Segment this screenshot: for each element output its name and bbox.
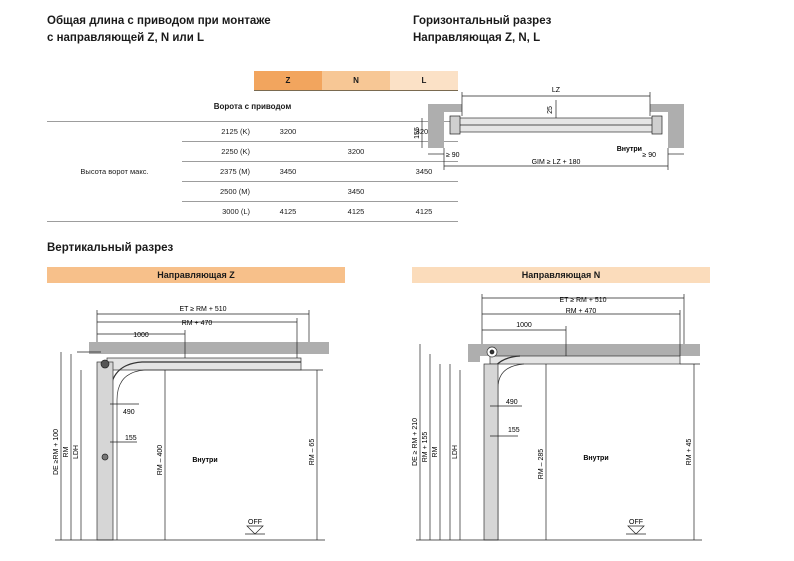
length-table: Z N L Ворота с приводом Высота ворот мак… xyxy=(47,71,458,222)
dim-rm: RM xyxy=(63,446,70,457)
dim-lz: LZ xyxy=(552,87,561,94)
dim-rm470: RM + 470 xyxy=(566,308,597,315)
dim-155: 155 xyxy=(125,435,137,442)
table-row: 2250 (K) 3200 xyxy=(47,141,458,162)
column-header-z: Z xyxy=(254,71,322,91)
dim-gim: GIM ≥ LZ + 180 xyxy=(532,159,581,166)
table-title: Общая длина с приводом при монтаже с нап… xyxy=(47,15,271,44)
table-header-row: Z N L xyxy=(47,71,458,91)
table-caption: Ворота с приводом xyxy=(213,101,292,111)
vertical-section-z-drawing: ET ≥ RM + 510 RM + 470 1000 490 155 DE ≥… xyxy=(53,306,329,541)
horizontal-track xyxy=(489,355,681,365)
vertical-section-title: Вертикальный разрез xyxy=(47,242,174,254)
table-row: 3000 (L) 4125 4125 4125 xyxy=(47,201,458,222)
dim-1000: 1000 xyxy=(133,332,149,339)
dim-rm: RM xyxy=(432,446,439,457)
dim-rm-minus: RM – 285 xyxy=(538,449,545,479)
frame xyxy=(96,361,114,541)
dim-et: ET ≥ RM + 510 xyxy=(179,306,226,313)
dim-90-right: ≥ 90 xyxy=(642,152,656,159)
dim-rm155: RM + 155 xyxy=(422,432,429,463)
n-section-header: Направляющая N xyxy=(412,267,710,283)
off-label: OFF xyxy=(248,519,262,526)
z-section-header: Направляющая Z xyxy=(47,267,345,283)
ceiling xyxy=(468,344,700,356)
right-wall xyxy=(668,104,684,148)
off-label: OFF xyxy=(629,519,643,526)
dim-de: DE ≥RM + 100 xyxy=(53,429,60,475)
column-header-l: L xyxy=(390,71,458,91)
dim-de: DE ≥ RM + 210 xyxy=(412,418,419,466)
frame xyxy=(483,363,499,541)
dim-ldh: LDH xyxy=(73,445,80,459)
dim-25: 25 xyxy=(547,106,554,114)
dim-90-left: ≥ 90 xyxy=(446,152,460,159)
row-label: Высота ворот макс. xyxy=(47,121,182,222)
table-row: 2500 (M) 3450 xyxy=(47,181,458,202)
dim-rm470: RM + 470 xyxy=(182,320,213,327)
left-wall xyxy=(428,104,444,148)
inside-label: Внутри xyxy=(617,146,642,153)
dim-et: ET ≥ RM + 510 xyxy=(559,297,606,304)
table-row: 2375 (M) 3450 3450 xyxy=(47,161,458,182)
dim-rm-minus: RM – 400 xyxy=(157,445,164,475)
inside-label: Внутри xyxy=(192,457,217,464)
dim-rm-right: RM – 65 xyxy=(309,439,316,466)
floor-marker-icon xyxy=(626,525,646,535)
floor-marker-icon xyxy=(245,525,265,535)
dim-155: 155 xyxy=(414,127,421,139)
horizontal-section-title: Горизонтальный разрез Направляющая Z, N,… xyxy=(413,15,552,44)
table-row: Высота ворот макс. 2125 (K) 3200 3200 xyxy=(47,121,458,222)
horizontal-track xyxy=(106,357,302,371)
dim-490: 490 xyxy=(506,399,518,406)
column-header-n: N xyxy=(322,71,390,91)
dim-490: 490 xyxy=(123,409,135,416)
dim-ldh: LDH xyxy=(452,445,459,459)
inside-label: Внутри xyxy=(583,455,608,462)
dim-rm-right: RM + 45 xyxy=(686,439,693,466)
vertical-section-n-drawing: ET ≥ RM + 510 RM + 470 1000 490 155 DE ≥… xyxy=(412,294,702,541)
dim-1000: 1000 xyxy=(516,322,532,329)
ceiling xyxy=(89,342,329,354)
horizontal-section-drawing: LZ 25 155 ≥ 90 ≥ 90 GIM ≥ LZ + 180 Внутр… xyxy=(414,87,684,170)
dim-155: 155 xyxy=(508,427,520,434)
